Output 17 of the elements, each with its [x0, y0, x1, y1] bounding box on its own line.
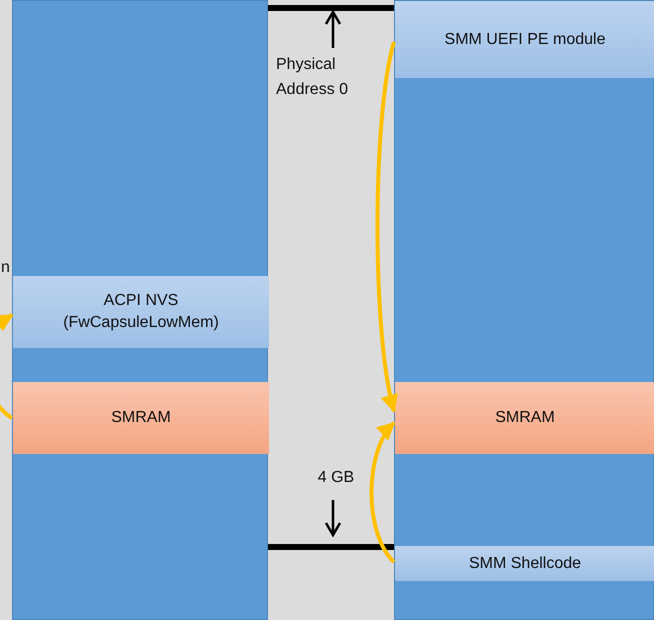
memory-region [13, 382, 269, 454]
memory-column [12, 0, 268, 620]
region-label: ACPI NVS (FwCapsuleLowMem) [62, 291, 220, 333]
memory-column [394, 0, 654, 620]
address-label: Physical Address 0 [276, 55, 350, 100]
region-label: SMRAM [111, 408, 171, 428]
memory-region [395, 382, 654, 454]
memory-region [13, 276, 269, 348]
address-label: n [1, 258, 11, 278]
memory-region [395, 1, 654, 78]
region-label: SMM Shellcode [468, 554, 582, 574]
region-label: SMRAM [495, 408, 555, 428]
memory-region [395, 546, 654, 581]
arrow [0, 313, 14, 420]
region-label: SMM UEFI PE module [444, 30, 606, 50]
arrow [376, 42, 400, 413]
address-label: 4 GB [316, 468, 356, 488]
